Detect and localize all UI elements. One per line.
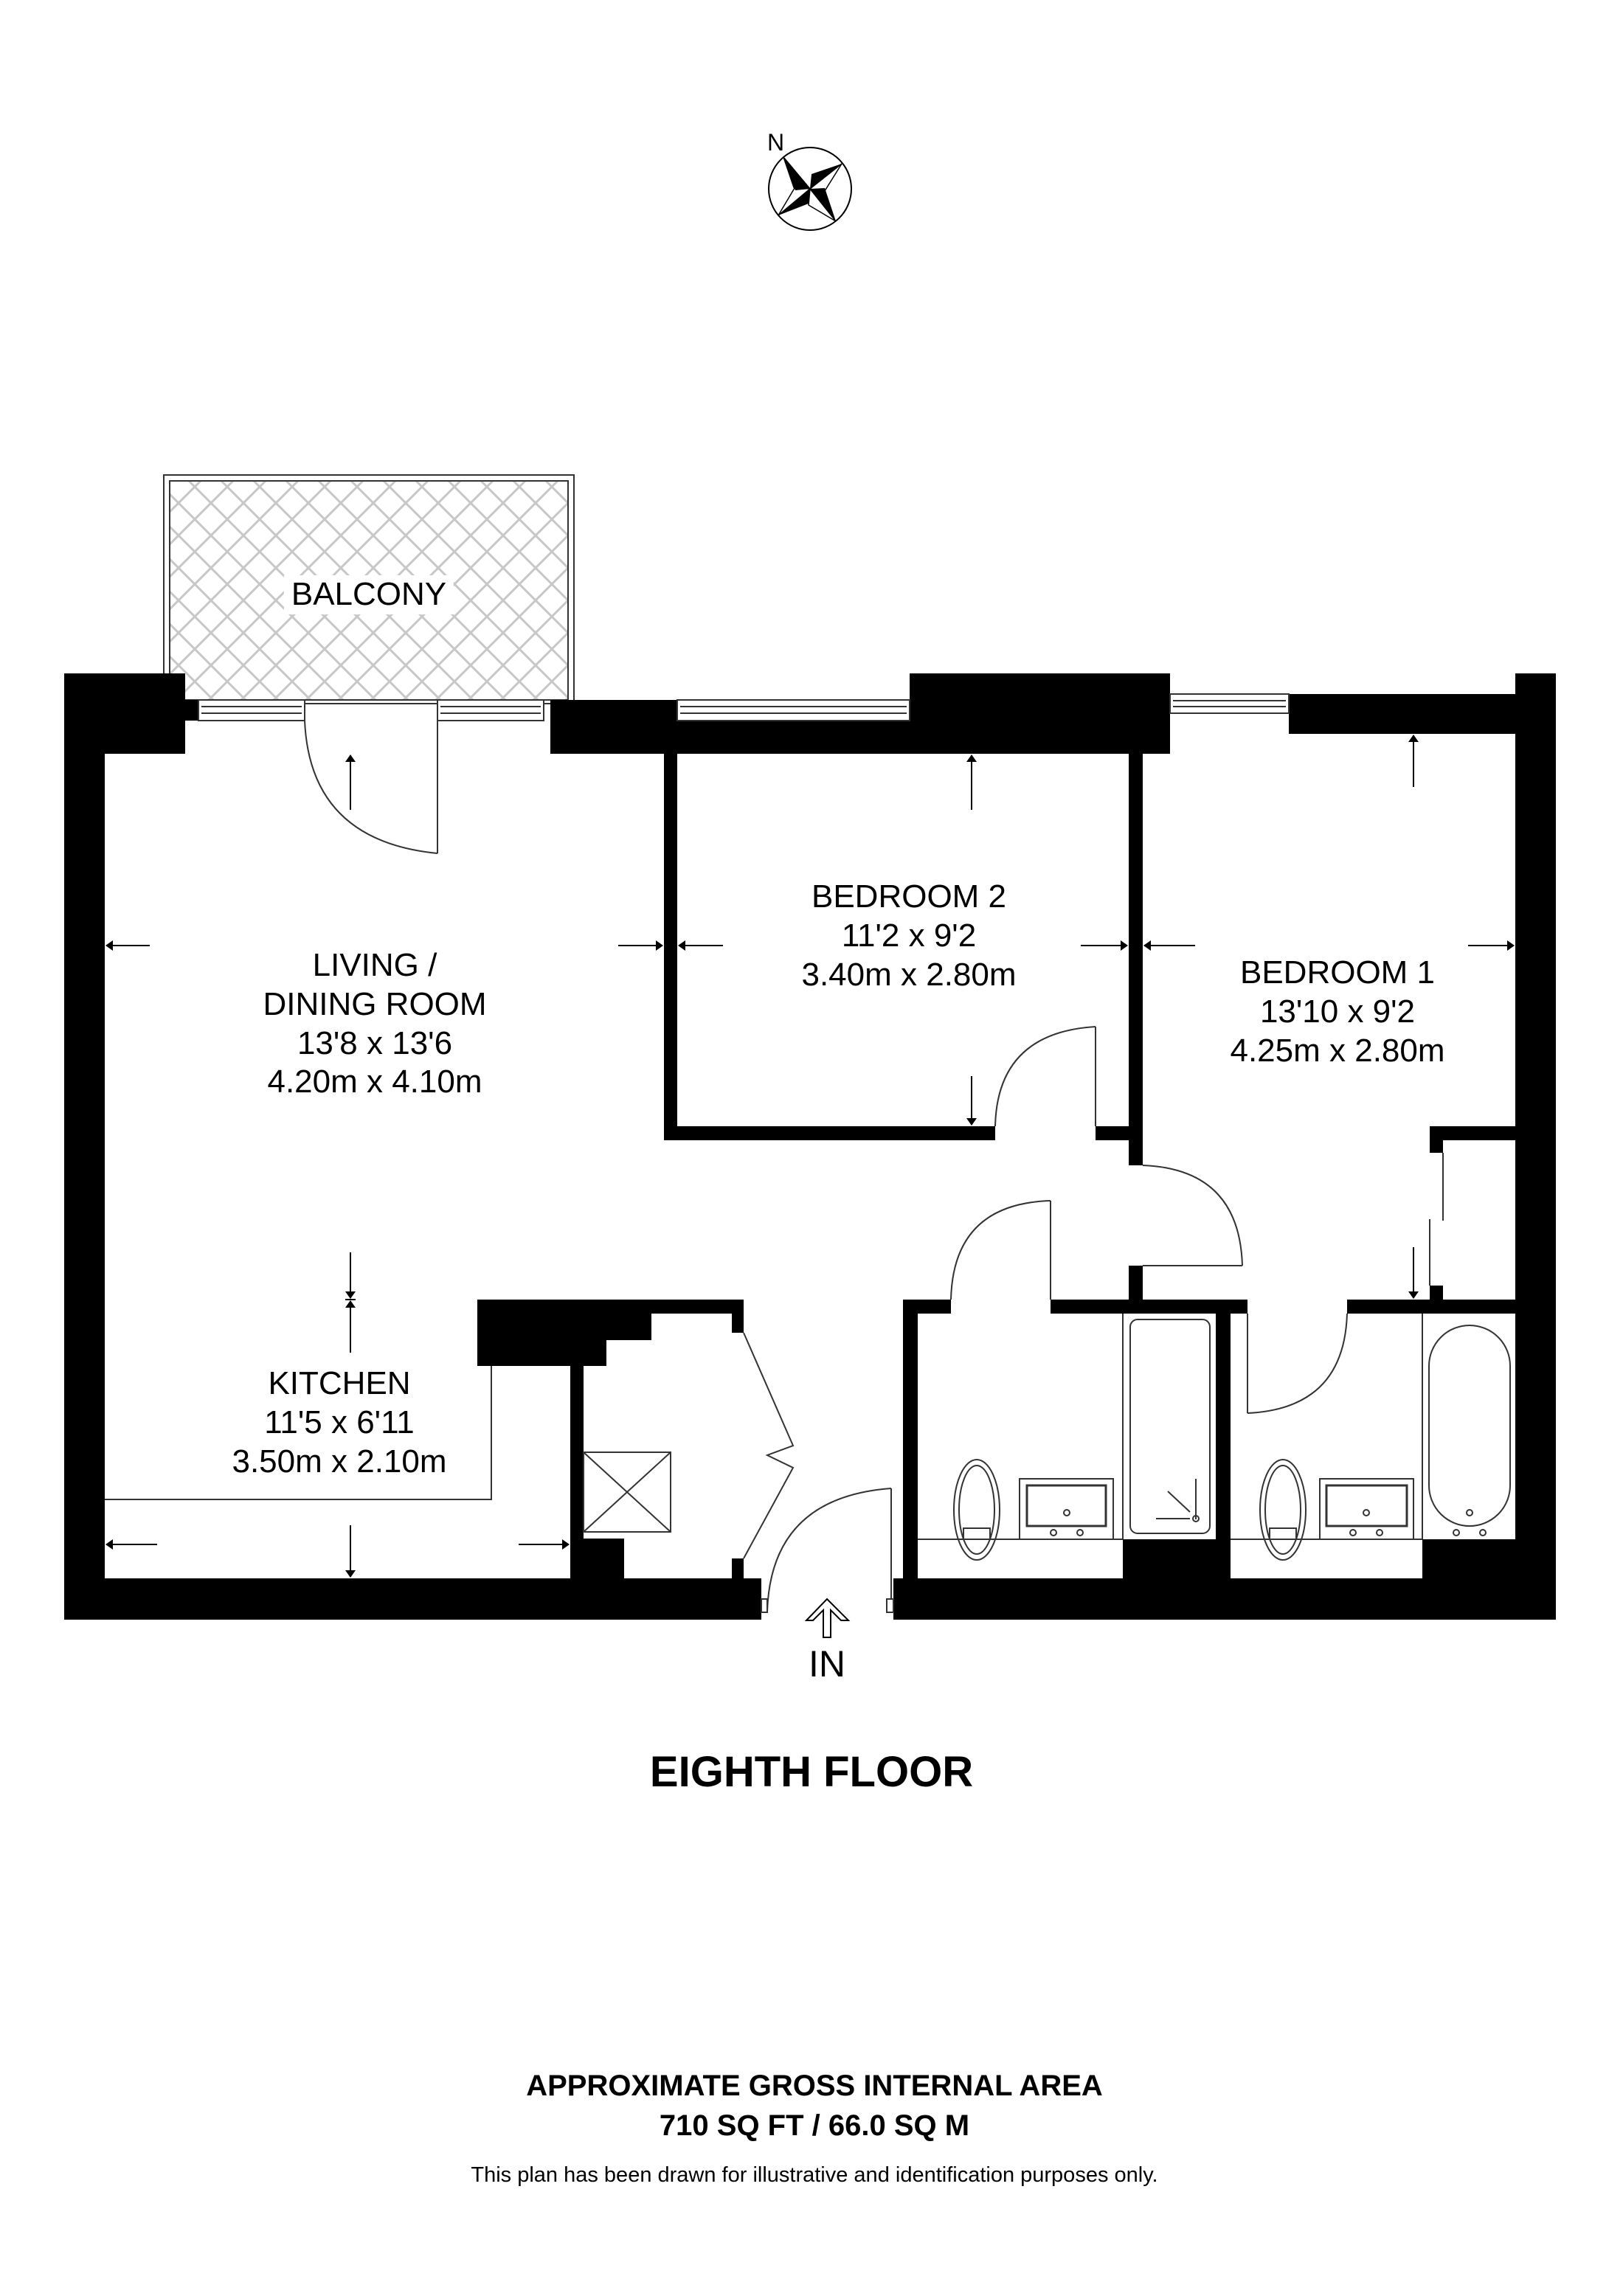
toilet-icon [953,1459,1000,1561]
shower-tray-icon [1129,1319,1211,1534]
room-imperial-size: 13'8 x 13'6 [297,1024,453,1061]
doors [304,720,1444,1613]
windows [198,693,1290,721]
room-metric-size: 3.40m x 2.80m [801,956,1017,993]
room-metric-size: 4.25m x 2.80m [1230,1032,1445,1069]
room-name: LIVING / [312,947,437,983]
bathroom-fixtures [918,1314,1511,1561]
disclaimer-text: This plan has been drawn for illustrativ… [471,2163,1158,2187]
room-name: KITCHEN [268,1365,411,1401]
room-imperial-size: 11'2 x 9'2 [841,917,977,954]
compass-rose-icon [768,147,852,231]
room-imperial-size: 13'10 x 9'2 [1259,993,1416,1030]
entrance-arrow-icon [804,1598,851,1638]
room-label-bedroom-1: BEDROOM 1 13'10 x 9'2 4.25m x 2.80m [1230,954,1444,1070]
dimension-arrows [105,735,1515,1578]
sink-icon [1319,1478,1414,1540]
area-heading: APPROXIMATE GROSS INTERNAL AREA [526,2070,1103,2102]
room-metric-size: 4.20m x 4.10m [267,1064,482,1100]
toilet-icon [1259,1459,1307,1561]
room-name: BEDROOM 2 [811,878,1007,915]
walls [64,673,1556,1620]
area-value: 710 SQ FT / 66.0 SQ M [659,2109,970,2142]
room-name: BEDROOM 1 [1239,954,1436,991]
room-imperial-size: 11'5 x 6'11 [264,1404,415,1440]
compass-north-label: N [767,129,785,156]
room-label-kitchen: KITCHEN 11'5 x 6'11 3.50m x 2.10m [232,1364,446,1481]
room-name: DINING ROOM [263,985,487,1022]
boiler-cupboard-icon [583,1452,671,1533]
room-label-bedroom-2: BEDROOM 2 11'2 x 9'2 3.40m x 2.80m [801,878,1016,994]
room-metric-size: 3.50m x 2.10m [232,1443,447,1480]
kitchen-fixtures [105,1366,671,1533]
balcony-label: BALCONY [283,575,454,614]
sink-icon [1019,1478,1114,1540]
entrance-label: IN [809,1643,845,1685]
floor-title: EIGHTH FLOOR [649,1748,974,1796]
room-label-living: LIVING / DINING ROOM 13'8 x 13'6 4.20m x… [263,946,486,1102]
bathtub-icon [1428,1325,1511,1527]
